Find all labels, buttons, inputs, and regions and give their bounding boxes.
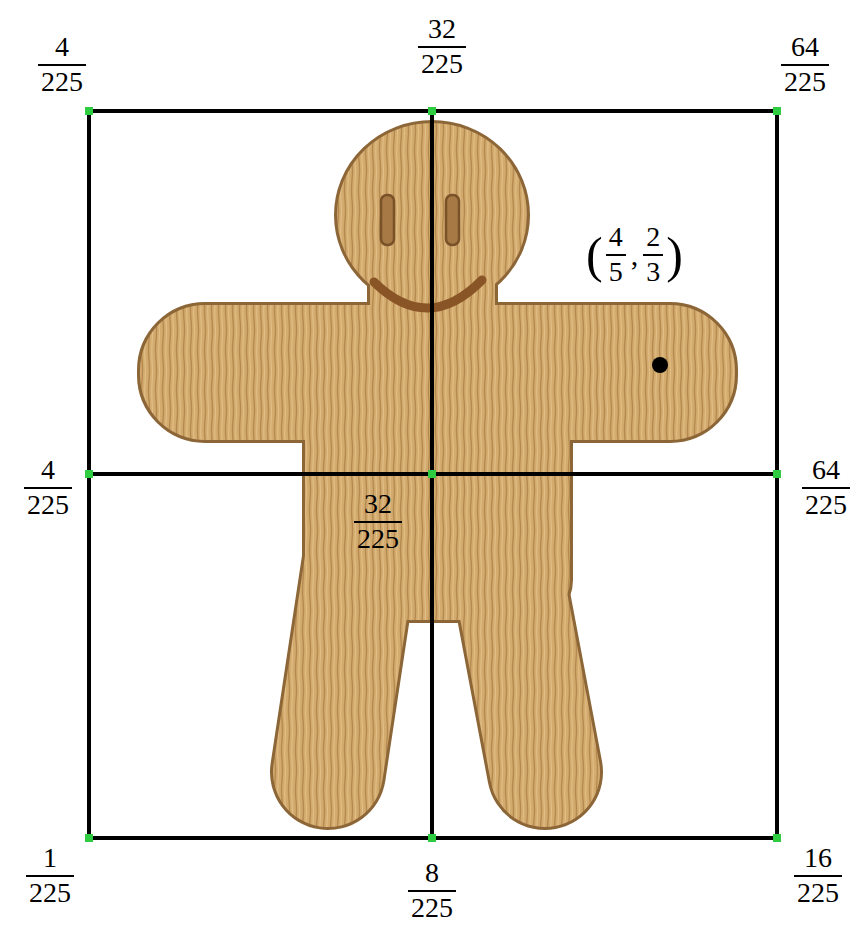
value-denominator: 225 (794, 875, 842, 909)
grid-value: 32225 (354, 489, 402, 555)
cookie-body (140, 123, 735, 772)
cookie-eye (446, 195, 459, 245)
cookie-eye (381, 195, 394, 245)
sample-point (652, 357, 668, 373)
value-numerator: 4 (606, 222, 626, 254)
value-numerator: 8 (422, 858, 442, 890)
grid-value: 8225 (408, 858, 456, 924)
grid-border (89, 111, 777, 838)
point-coordinates: (45,23) (586, 222, 683, 288)
value-numerator: 4 (38, 455, 58, 487)
value-denominator: 225 (802, 487, 850, 521)
value-numerator: 64 (809, 455, 843, 487)
cookie-smile (374, 280, 482, 308)
grid-value: 64225 (802, 455, 850, 521)
cookie-face (374, 195, 482, 308)
cookie-outline (140, 123, 735, 772)
comma: , (631, 240, 639, 270)
grid-value: 16225 (794, 843, 842, 909)
grid-points (85, 107, 781, 842)
grid-value: 1225 (26, 843, 74, 909)
grid-value: 4225 (38, 32, 86, 98)
grid-value: 64225 (781, 32, 829, 98)
value-numerator: 64 (788, 32, 822, 64)
parenthesis: ( (586, 230, 603, 280)
grid-value: 4225 (24, 455, 72, 521)
value-numerator: 16 (801, 843, 835, 875)
value-denominator: 225 (354, 521, 402, 555)
coordinate-part: 23 (643, 222, 663, 288)
value-denominator: 225 (38, 64, 86, 98)
value-numerator: 4 (52, 32, 72, 64)
parenthesis: ) (666, 230, 683, 280)
grid (89, 111, 777, 838)
value-denominator: 225 (26, 875, 74, 909)
value-denominator: 225 (781, 64, 829, 98)
value-denominator: 5 (606, 254, 626, 288)
grid-value: 32225 (418, 14, 466, 80)
value-denominator: 3 (643, 254, 663, 288)
coordinate-part: 45 (606, 222, 626, 288)
value-denominator: 225 (408, 890, 456, 924)
value-numerator: 32 (425, 14, 459, 46)
value-numerator: 32 (361, 489, 395, 521)
value-denominator: 225 (24, 487, 72, 521)
value-denominator: 225 (418, 46, 466, 80)
value-numerator: 1 (40, 843, 60, 875)
value-numerator: 2 (643, 222, 663, 254)
